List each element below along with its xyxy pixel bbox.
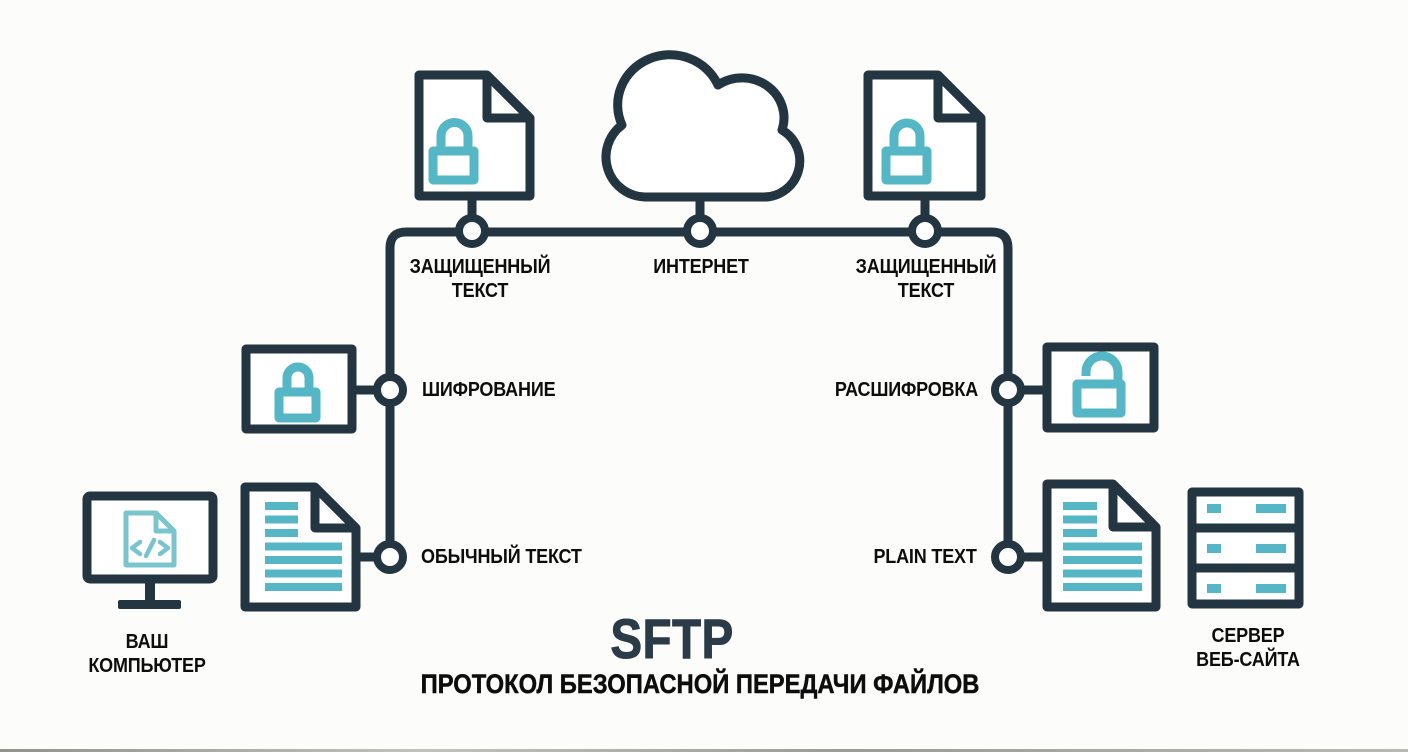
closed-padlock-icon bbox=[241, 344, 357, 434]
label-your-computer: ВАШ КОМПЬЮТЕР bbox=[88, 631, 206, 678]
lock-shackle bbox=[436, 118, 473, 149]
text-document-icon-right bbox=[1042, 479, 1161, 612]
lock-body bbox=[428, 146, 479, 185]
server-leds bbox=[1207, 504, 1286, 593]
cloud-icon bbox=[601, 50, 805, 202]
monitor-base bbox=[118, 600, 181, 609]
code-file-icon bbox=[123, 510, 177, 568]
label-web-server: СЕРВЕР ВЕБ-САЙТА bbox=[1196, 625, 1300, 672]
monitor-stand bbox=[145, 579, 155, 603]
connector-nodes bbox=[373, 214, 1025, 574]
computer-monitor-icon bbox=[82, 491, 218, 609]
node-plain-text-source bbox=[373, 540, 407, 574]
text-document-icon-left bbox=[240, 482, 361, 612]
lock-shackle bbox=[889, 118, 925, 149]
node-secure-text-right bbox=[908, 214, 942, 248]
locked-file-icon-left bbox=[414, 70, 535, 201]
label-plain-text-source: ОБЫЧНЫЙ ТЕКСТ bbox=[421, 545, 582, 568]
label-internet: ИНТЕРНЕТ bbox=[653, 256, 749, 278]
open-padlock-icon bbox=[1042, 342, 1159, 433]
locked-file-icon-right bbox=[863, 70, 986, 201]
server-rack-icon bbox=[1187, 487, 1304, 609]
node-internet bbox=[683, 214, 717, 248]
connector-stems bbox=[354, 196, 1049, 562]
page-subtitle: ПРОТОКОЛ БЕЗОПАСНОЙ ПЕРЕДАЧИ ФАЙЛОВ bbox=[420, 669, 980, 700]
node-encryption bbox=[373, 373, 407, 407]
page-title: SFTP bbox=[610, 607, 734, 671]
node-plain-text-dest bbox=[991, 540, 1025, 574]
text-lines bbox=[265, 502, 342, 591]
label-secure-text-right: ЗАЩИЩЕННЫЙ ТЕКСТ bbox=[855, 256, 997, 303]
bottom-edge-shadow bbox=[0, 749, 1408, 752]
lock-body bbox=[881, 146, 932, 185]
node-decryption bbox=[991, 373, 1025, 407]
label-secure-text-left: ЗАЩИЩЕННЫЙ ТЕКСТ bbox=[409, 256, 551, 303]
label-plain-text-dest: PLAIN TEXT bbox=[873, 545, 977, 568]
label-encryption: ШИФРОВАНИЕ bbox=[422, 378, 556, 401]
label-decryption: РАСШИФРОВКА bbox=[834, 378, 978, 401]
text-lines bbox=[1063, 502, 1142, 591]
node-secure-text-left bbox=[455, 214, 489, 248]
